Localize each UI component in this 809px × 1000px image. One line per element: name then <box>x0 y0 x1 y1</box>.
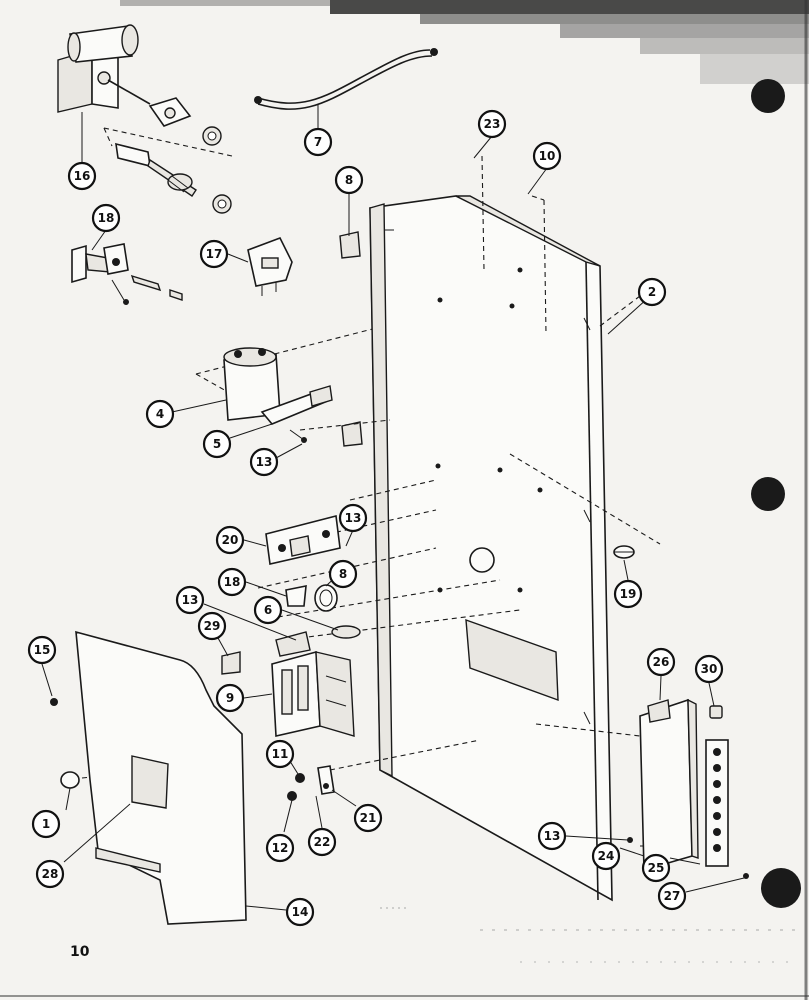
callout-12[interactable]: 12 <box>265 833 295 863</box>
svg-text:5: 5 <box>213 437 221 451</box>
callout-4[interactable]: 4 <box>145 399 175 429</box>
svg-text:21: 21 <box>360 811 377 825</box>
svg-text:18: 18 <box>98 211 115 225</box>
callout-24[interactable]: 24 <box>591 841 621 871</box>
motor-assembly <box>57 24 233 214</box>
svg-text:18: 18 <box>224 575 241 589</box>
callout-18[interactable]: 18 <box>217 567 247 597</box>
svg-text:4: 4 <box>156 407 164 421</box>
svg-text:15: 15 <box>34 643 51 657</box>
svg-text:7: 7 <box>314 135 322 149</box>
callout-23[interactable]: 23 <box>477 109 507 139</box>
svg-text:24: 24 <box>598 849 615 863</box>
svg-text:8: 8 <box>339 567 347 581</box>
svg-text:13: 13 <box>182 593 199 607</box>
svg-text:1: 1 <box>42 817 50 831</box>
wire-harness <box>254 48 438 128</box>
svg-text:20: 20 <box>222 533 239 547</box>
callout-17[interactable]: 17 <box>199 239 229 269</box>
callout-13[interactable]: 13 <box>537 821 567 851</box>
svg-text:9: 9 <box>226 691 234 705</box>
callout-13[interactable]: 13 <box>338 503 368 533</box>
capacitor <box>195 321 401 443</box>
callout-5[interactable]: 5 <box>202 429 232 459</box>
callout-27[interactable]: 27 <box>657 881 687 911</box>
svg-text:12: 12 <box>272 841 289 855</box>
cover-panel <box>50 630 247 925</box>
svg-text:8: 8 <box>345 173 353 187</box>
callout-2[interactable]: 2 <box>637 277 667 307</box>
callout-8[interactable]: 8 <box>328 559 358 589</box>
svg-text:19: 19 <box>620 587 637 601</box>
svg-text:16: 16 <box>74 169 91 183</box>
svg-text:22: 22 <box>314 835 331 849</box>
callout-26[interactable]: 26 <box>646 647 676 677</box>
binder-hole-marks <box>751 79 801 908</box>
callout-16[interactable]: 16 <box>67 161 97 191</box>
ground-lug-set <box>287 765 335 801</box>
callout-21[interactable]: 21 <box>353 803 383 833</box>
callout-20[interactable]: 20 <box>215 525 245 555</box>
contactor <box>221 631 355 737</box>
terminal-board <box>265 514 341 565</box>
callout-15[interactable]: 15 <box>27 635 57 665</box>
svg-text:17: 17 <box>206 247 223 261</box>
callout-25[interactable]: 25 <box>641 853 671 883</box>
panel-fitting <box>613 545 635 559</box>
callout-6[interactable]: 6 <box>253 595 283 625</box>
callout-29[interactable]: 29 <box>197 611 227 641</box>
svg-text:14: 14 <box>292 905 309 919</box>
callout-22[interactable]: 22 <box>307 827 337 857</box>
svg-text:28: 28 <box>42 867 59 881</box>
page-number: 10 <box>70 944 90 960</box>
callout-28[interactable]: 28 <box>35 859 65 889</box>
knob <box>60 771 80 789</box>
callout-11[interactable]: 11 <box>265 739 295 769</box>
svg-text:11: 11 <box>272 747 289 761</box>
main-panel <box>339 195 641 902</box>
svg-text:10: 10 <box>539 149 556 163</box>
scan-noise-top <box>120 0 809 84</box>
svg-text:23: 23 <box>484 117 501 131</box>
callout-1[interactable]: 1 <box>31 809 61 839</box>
svg-text:25: 25 <box>648 861 665 875</box>
callout-leaders <box>41 108 745 911</box>
terminal-strip-assembly <box>627 698 749 879</box>
callout-18[interactable]: 18 <box>91 203 121 233</box>
svg-text:2: 2 <box>648 285 656 299</box>
svg-text:13: 13 <box>256 455 273 469</box>
callout-19[interactable]: 19 <box>613 579 643 609</box>
callout-13[interactable]: 13 <box>249 447 279 477</box>
callout-7[interactable]: 7 <box>303 127 333 157</box>
svg-text:26: 26 <box>653 655 670 669</box>
callout-30[interactable]: 30 <box>694 654 724 684</box>
callout-8[interactable]: 8 <box>334 165 364 195</box>
svg-text:6: 6 <box>264 603 272 617</box>
callout-10[interactable]: 10 <box>532 141 562 171</box>
svg-text:30: 30 <box>701 662 718 676</box>
callout-14[interactable]: 14 <box>285 897 315 927</box>
relay <box>247 236 293 296</box>
callout-9[interactable]: 9 <box>215 683 245 713</box>
callout-13[interactable]: 13 <box>175 585 205 615</box>
scan-specks <box>380 907 800 963</box>
svg-text:13: 13 <box>345 511 362 525</box>
svg-text:13: 13 <box>544 829 561 843</box>
switch-bracket <box>71 243 183 305</box>
svg-text:29: 29 <box>204 619 221 633</box>
svg-text:27: 27 <box>664 889 681 903</box>
grommet-clamp-set <box>285 584 361 639</box>
